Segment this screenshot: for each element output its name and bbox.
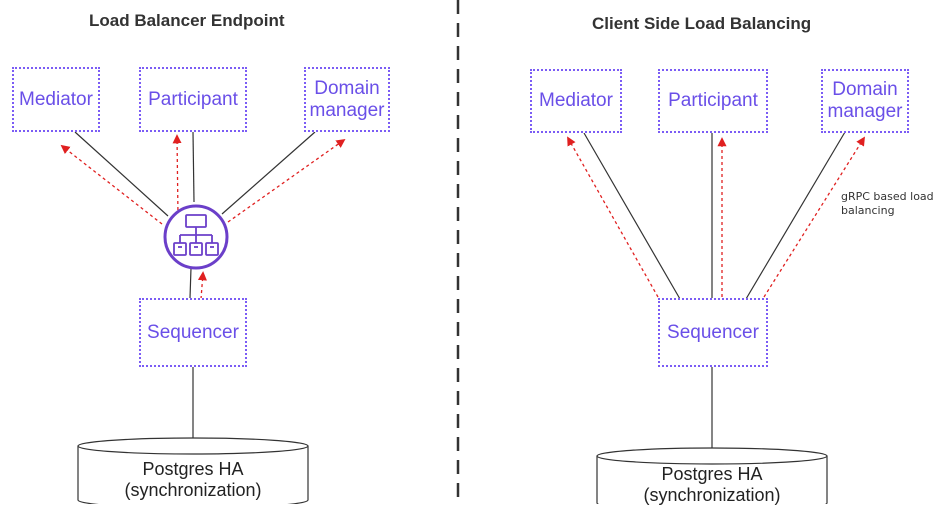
right-domain-manager-node: Domain manager (821, 69, 909, 133)
left-database-label-line1: Postgres HA (142, 459, 244, 479)
left-arrows (60, 134, 346, 300)
right-connectors (583, 131, 846, 448)
grpc-annotation: gRPC based load balancing (841, 190, 935, 218)
right-participant-node: Participant (658, 69, 768, 133)
right-sequencer-node: Sequencer (658, 298, 768, 367)
left-connector-lb-mediator (74, 131, 169, 217)
left-arrow-to-mediator (60, 144, 163, 225)
left-database-label-line2: (synchronization) (124, 480, 262, 500)
left-connector-lb-participant (192, 131, 195, 203)
left-participant-label: Participant (148, 88, 238, 110)
left-connector-sequencer-lb (189, 267, 192, 299)
right-arrows (567, 136, 865, 298)
left-arrow-sequencer-to-lb (197, 271, 207, 300)
left-connector-lb-domain-manager (221, 131, 316, 215)
left-domain-manager-label-line2: manager (309, 99, 385, 121)
right-database-label-line1: Postgres HA (661, 464, 763, 484)
left-arrow-to-participant (172, 134, 182, 217)
left-mediator-node: Mediator (12, 67, 100, 132)
right-database-cylinder (596, 447, 828, 504)
left-arrow-to-domain-manager (227, 138, 346, 223)
grpc-annotation-line1: gRPC based load (841, 190, 934, 203)
left-database-cylinder (77, 437, 309, 504)
left-domain-manager-label-line1: Domain (314, 77, 380, 99)
network-hierarchy-icon (163, 204, 229, 270)
left-connectors (74, 131, 316, 438)
right-sequencer-label: Sequencer (667, 321, 759, 343)
right-database-label: Postgres HA (synchronization) (597, 464, 827, 506)
right-database-label-line2: (synchronization) (643, 485, 781, 505)
left-participant-node: Participant (139, 67, 247, 132)
left-database-label: Postgres HA (synchronization) (78, 459, 308, 501)
right-participant-label: Participant (668, 90, 758, 111)
left-domain-manager-node: Domain manager (304, 67, 390, 132)
right-domain-manager-label-line1: Domain (832, 79, 898, 100)
left-sequencer-node: Sequencer (139, 298, 247, 367)
right-arrow-to-domain-manager (763, 136, 865, 298)
right-mediator-label: Mediator (539, 90, 613, 111)
left-section-title: Load Balancer Endpoint (89, 11, 285, 30)
left-mediator-label: Mediator (19, 88, 93, 110)
right-connector-sequencer-mediator (583, 132, 681, 300)
right-mediator-node: Mediator (530, 69, 622, 133)
right-connector-sequencer-domain-manager (745, 131, 846, 300)
right-domain-manager-label-line2: manager (827, 101, 903, 122)
right-section-title: Client Side Load Balancing (592, 14, 812, 33)
grpc-annotation-line2: balancing (841, 204, 895, 217)
right-arrow-to-mediator (567, 136, 659, 298)
left-sequencer-label: Sequencer (147, 321, 239, 343)
